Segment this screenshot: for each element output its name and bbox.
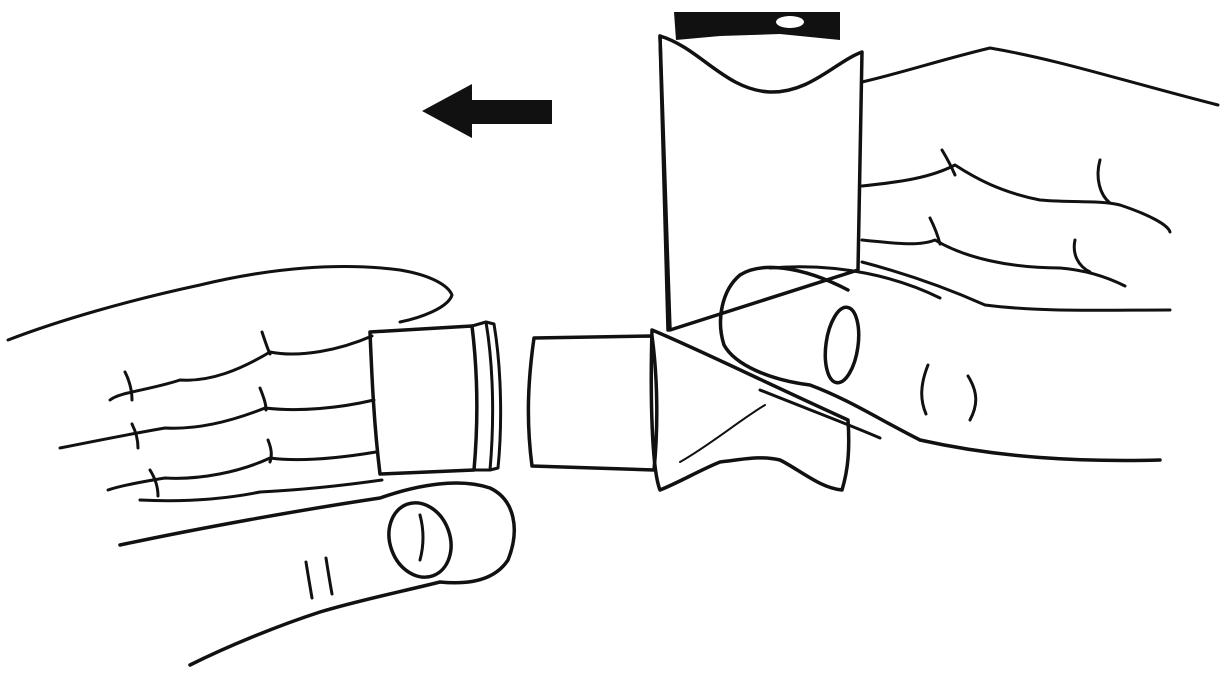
- right-thumb-crease-1: [922, 365, 928, 414]
- left-hand-knuckle-3: [260, 388, 266, 410]
- left-hand-finger-3: [108, 452, 376, 490]
- canister-top-highlight: [776, 16, 804, 28]
- pull-direction-arrow-icon: [422, 84, 552, 138]
- left-thumbnail: [379, 494, 461, 586]
- left-thumbnail-inner: [420, 515, 423, 560]
- left-hand-knuckle-4: [132, 424, 138, 448]
- arrow-shaft: [468, 100, 552, 124]
- right-hand-knuckle-2: [1098, 160, 1110, 203]
- right-thumb: [721, 267, 1160, 461]
- left-thumb-crease-1: [306, 562, 312, 598]
- right-thumbnail: [821, 305, 863, 385]
- inhaler-body-left-edge: [660, 36, 668, 330]
- inhaler: [528, 12, 862, 490]
- right-thumb-crease-2: [968, 376, 976, 420]
- arrow-head: [422, 84, 472, 138]
- mouthpiece-boot: [651, 330, 848, 490]
- left-hand-knuckle-2: [125, 372, 132, 400]
- left-hand-knuckle-6: [150, 470, 158, 496]
- left-hand-finger-2: [60, 400, 374, 448]
- left-thumb: [120, 483, 514, 665]
- right-thumb-outline: [721, 267, 1160, 460]
- left-hand-knuckle-1: [262, 332, 270, 354]
- inhaler-body-outline: [660, 36, 862, 330]
- right-hand-finger-2: [862, 240, 1125, 286]
- left-thumb-outline: [120, 483, 514, 665]
- right-hand-knuckle-4: [1074, 240, 1090, 272]
- left-hand-top-outline: [8, 266, 452, 340]
- right-hand-back-outline: [862, 48, 1218, 105]
- mouthpiece-cap: [370, 322, 501, 474]
- mouthpiece-tube: [528, 336, 656, 470]
- mouthpiece-boot-inner-line: [680, 405, 765, 462]
- left-thumb-crease-2: [326, 558, 332, 594]
- canister-top-dark: [674, 12, 840, 40]
- cap-body: [370, 326, 477, 474]
- right-thumb-lower-line: [760, 390, 880, 438]
- left-hand-finger-4: [140, 480, 382, 501]
- right-hand: [862, 48, 1218, 310]
- left-hand-finger-1: [110, 336, 372, 400]
- right-hand-finger-1: [862, 165, 1170, 232]
- left-hand: [8, 266, 452, 500]
